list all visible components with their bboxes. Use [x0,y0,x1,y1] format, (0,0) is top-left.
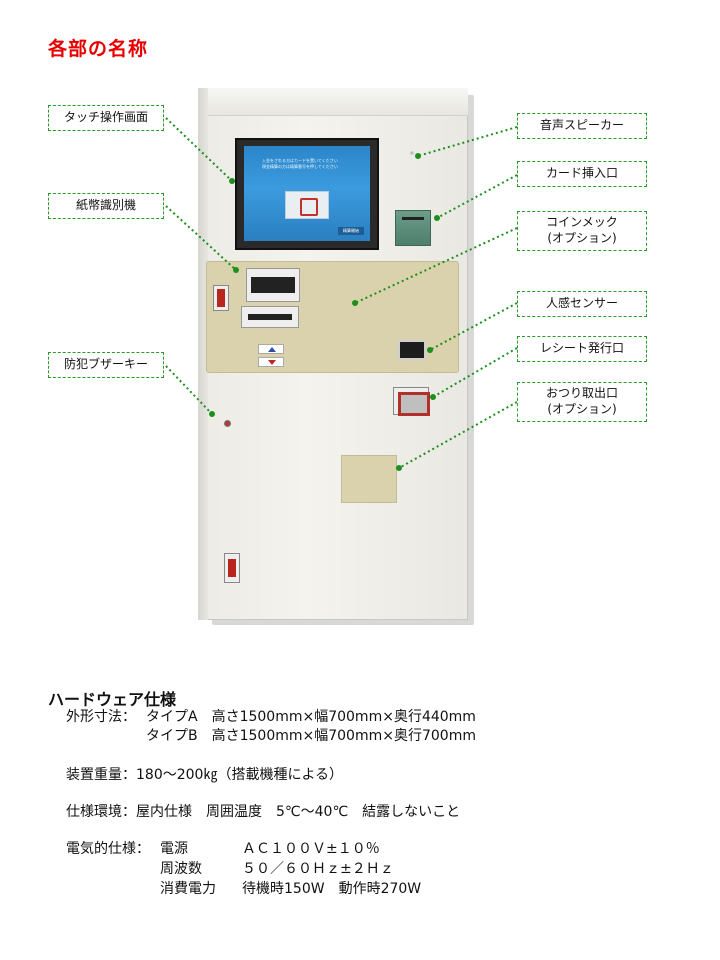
screen-line-1: 入金をされる方はカードを置いてください [262,158,338,163]
callout-coin-mech-line1: コインメック [546,215,618,229]
spec-freq-label: 周波数 [160,861,202,877]
callout-coin-mech-line2: (オプション) [547,231,617,245]
spec-heading: ハードウェア仕様 [48,690,177,709]
spec-consumption-label: 消費電力 [160,881,216,897]
callout-coin-mech: コインメック (オプション) [517,211,647,251]
callout-touch-screen: タッチ操作画面 [48,105,164,131]
callout-change-line1: おつり取出口 [545,386,618,400]
screen-card-graphic [285,191,329,219]
bill-validator-bottom[interactable] [241,306,299,328]
security-buzzer-key[interactable] [224,420,231,427]
human-sensor [398,340,426,360]
callout-bill-validator: 紙幣識別機 [48,193,164,219]
coin-slot[interactable] [213,285,229,311]
spec-weight: 装置重量：180～200㎏（搭載機種による） [66,767,344,783]
spec-consumption-value: 待機時150W 動作時270W [242,881,422,897]
card-slot[interactable] [395,210,431,246]
callout-change: おつり取出口 (オプション) [517,382,647,422]
screen-line-2: 現金精算の方は精算番号を押してください [262,164,338,169]
machine-side [198,88,208,620]
bottom-lock[interactable] [224,553,240,583]
change-tray[interactable] [341,455,397,503]
spec-power-value: ＡＣ１００Ｖ±１０％ [242,841,380,857]
screen-start-button[interactable]: 精算開始 [338,227,364,235]
spec-dim-label: 外形寸法： [66,709,136,725]
speaker-icon [409,150,415,156]
callout-speaker: 音声スピーカー [517,113,647,139]
spec-environment: 仕様環境：屋内仕様 周囲温度 5℃～40℃ 結露しないこと [66,804,461,820]
callout-card-slot: カード挿入口 [517,161,647,187]
callout-receipt: レシート発行口 [517,336,647,362]
spec-elec-label: 電気的仕様： [66,841,150,857]
arrow-up-icon [258,344,284,354]
spec-dim-b: タイプB 高さ1500mm×幅700mm×奥行700mm [146,728,476,744]
receipt-outlet[interactable] [393,387,430,416]
arrow-down-icon [258,357,284,367]
touch-screen[interactable]: 入金をされる方はカードを置いてください 現金精算の方は精算番号を押してください … [244,146,370,241]
spec-freq-value: ５０／６０Ｈｚ±２Ｈｚ [242,861,394,877]
callout-security-buzzer: 防犯ブザーキー [48,352,164,378]
page-title: 各部の名称 [48,38,149,60]
spec-dim-a: タイプA 高さ1500mm×幅700mm×奥行440mm [146,709,476,725]
screen-message: 入金をされる方はカードを置いてください 現金精算の方は精算番号を押してください [262,158,356,170]
callout-human-sensor: 人感センサー [517,291,647,317]
callout-change-line2: (オプション) [547,402,617,416]
bill-validator-top[interactable] [246,268,300,302]
spec-power-label: 電源 [160,841,188,857]
machine-top [198,88,468,116]
